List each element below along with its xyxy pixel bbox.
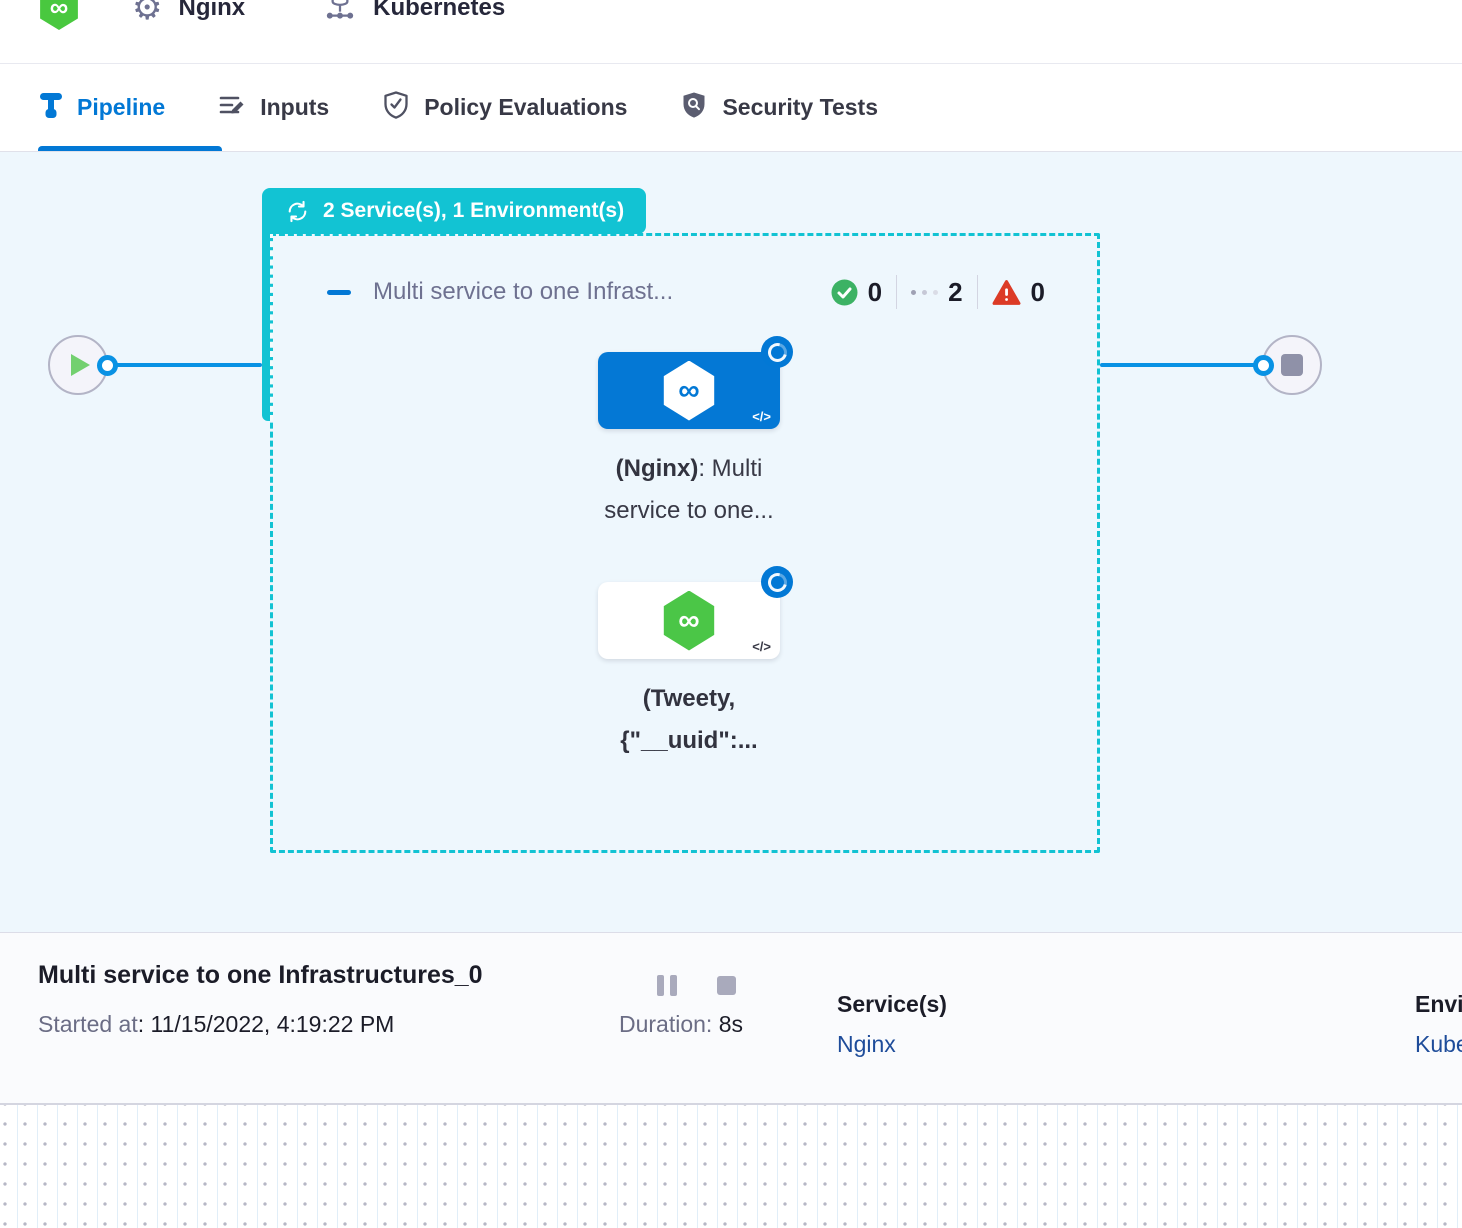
edge-group-to-end	[1100, 363, 1256, 367]
stage-node-tweety-label[interactable]: (Tweety, {"__uuid":...	[620, 685, 758, 754]
running-icon	[911, 289, 939, 295]
failed-count: 0	[1030, 276, 1045, 307]
tab-security-tests-label: Security Tests	[722, 94, 878, 120]
grid-background	[0, 1103, 1462, 1228]
stage-node-tweety[interactable]: ∞ </>	[598, 582, 780, 659]
shield-check-icon	[381, 90, 411, 125]
stage-group-box[interactable]	[270, 233, 1100, 853]
environment-icon	[323, 0, 357, 29]
gear-icon: ⚙	[132, 0, 163, 27]
tab-policy-evaluations-label: Policy Evaluations	[424, 94, 628, 120]
tab-pipeline-label: Pipeline	[77, 94, 166, 120]
tab-inputs-label: Inputs	[260, 94, 330, 120]
stage-group-badge[interactable]: 2 Service(s), 1 Environment(s)	[262, 188, 647, 234]
stage-group-left-bar	[262, 232, 273, 421]
environments-column: Environment(s) Kubernetes	[1415, 991, 1462, 1058]
running-count: 2	[948, 276, 963, 307]
template-code-icon: </>	[752, 409, 771, 424]
stage-group-badge-label: 2 Service(s), 1 Environment(s)	[323, 199, 625, 222]
success-icon	[831, 279, 858, 306]
pipeline-canvas[interactable]: 2 Service(s), 1 Environment(s) Multi ser…	[0, 152, 1462, 932]
environments-link[interactable]: Kubernetes	[1415, 1031, 1462, 1057]
template-code-icon: </>	[752, 639, 771, 654]
abort-button[interactable]	[717, 976, 736, 995]
services-column: Service(s) Nginx	[837, 991, 947, 1058]
collapse-icon[interactable]	[327, 289, 351, 295]
services-label: Service(s)	[837, 991, 947, 1017]
start-connector-dot[interactable]	[97, 355, 118, 376]
stage-node-nginx[interactable]: ∞ </>	[598, 352, 780, 429]
active-tab-underline	[38, 146, 222, 151]
divider	[896, 275, 898, 309]
environments-label: Environment(s)	[1415, 991, 1462, 1017]
tab-inputs[interactable]: Inputs	[217, 90, 329, 125]
harness-logo-icon: ∞	[40, 0, 78, 30]
breadcrumb-environment[interactable]: Kubernetes	[373, 0, 506, 21]
success-count: 0	[867, 276, 883, 307]
tab-security-tests[interactable]: Security Tests	[679, 90, 878, 125]
services-link[interactable]: Nginx	[837, 1031, 896, 1057]
breadcrumb-service[interactable]: Nginx	[178, 0, 246, 21]
harness-stage-icon: ∞	[663, 590, 715, 651]
pause-button[interactable]	[657, 975, 677, 996]
stage-group-header: Multi service to one Infrast... 0 2	[300, 270, 1070, 314]
running-status-badge	[761, 336, 793, 368]
tab-bar: Pipeline Inputs Policy Evaluations	[0, 64, 1462, 152]
execution-summary-bar: Multi service to one Infrastructures_0 S…	[0, 932, 1462, 1103]
stage-node-nginx-label[interactable]: (Nginx): Multi service to one...	[604, 455, 774, 524]
shield-search-icon	[679, 90, 709, 125]
inputs-icon	[217, 90, 247, 125]
play-icon	[71, 354, 90, 376]
execution-title[interactable]: Multi service to one Infrastructures_0	[38, 961, 483, 989]
tab-pipeline[interactable]: Pipeline	[38, 90, 165, 125]
stop-icon	[1281, 354, 1303, 376]
edge-start-to-group	[112, 363, 262, 367]
tab-policy-evaluations[interactable]: Policy Evaluations	[381, 90, 627, 125]
status-counts: 0 2 0	[831, 270, 1045, 314]
pipeline-icon	[38, 90, 64, 125]
harness-stage-icon: ∞	[663, 360, 715, 421]
duration: Duration: 8s	[619, 1011, 744, 1037]
breadcrumb: ∞ ⚙ Nginx Kubernetes	[0, 0, 1462, 64]
end-connector-dot[interactable]	[1253, 355, 1274, 376]
running-status-badge	[761, 566, 793, 598]
started-at: Started at: 11/15/2022, 4:19:22 PM	[38, 1011, 395, 1037]
stage-group-title[interactable]: Multi service to one Infrast...	[373, 278, 674, 305]
failed-icon	[992, 279, 1021, 306]
loop-icon	[284, 199, 311, 224]
divider	[976, 275, 978, 309]
